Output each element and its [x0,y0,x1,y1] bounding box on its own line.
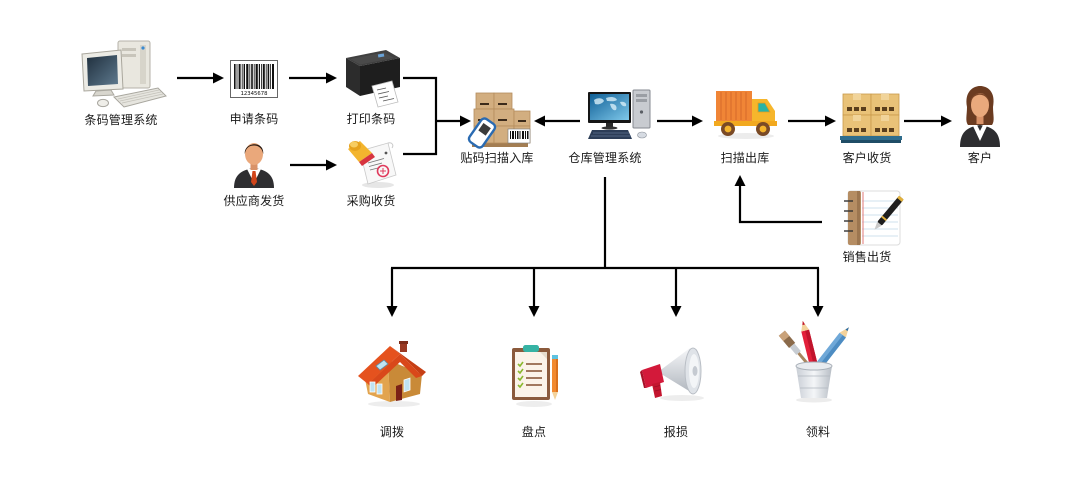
node-label-supplier-delivery: 供应商发货 [223,194,285,208]
businesswoman-icon [958,85,1002,147]
arrowhead [326,159,337,171]
pencil-cup-icon [770,320,854,404]
node-label-scan-inbound: 贴码扫描入库 [460,151,534,165]
arrowhead [386,306,398,317]
node-label-purchase-receipt: 采购收货 [346,194,396,208]
node-label-apply-barcode: 申请条码 [229,112,279,126]
node-label-requisition: 领料 [805,425,831,439]
arrowhead [825,115,836,127]
boxes-scanner-icon [464,91,534,151]
node-label-stocktake: 盘点 [521,425,547,439]
node-label-customer-receipt: 客户收货 [842,151,892,165]
megaphone-icon [638,342,710,404]
stamp-receipt-icon [344,137,398,189]
node-label-write-off: 报损 [663,425,689,439]
arrowhead [213,72,224,84]
notebook-pen-icon [838,188,906,248]
pallet-boxes-icon [840,92,902,144]
arrowhead [528,306,540,317]
arrowhead [734,175,746,186]
node-label-scan-outbound: 扫描出库 [720,151,770,165]
arrowhead [812,306,824,317]
house-icon [356,338,428,408]
node-label-customer: 客户 [967,151,993,165]
clipboard-checklist-icon [510,344,562,408]
node-label-transfer: 调拨 [379,425,405,439]
arrowhead [326,72,337,84]
label-printer-icon [342,44,402,108]
connector-elbow [738,185,822,224]
delivery-truck-icon [713,88,779,140]
node-label-barcode-system: 条码管理系统 [84,113,158,127]
barcode-icon: 12345678 [230,60,278,98]
node-label-sales-outbound: 销售出货 [842,250,892,264]
arrowhead [692,115,703,127]
arrowhead [670,306,682,317]
arrowhead [460,115,471,127]
desktop-computer-icon [76,38,168,110]
node-label-wms: 仓库管理系统 [568,151,642,165]
businessman-icon [232,138,276,188]
node-label-print-barcode: 打印条码 [346,112,396,126]
computer-workstation-icon [586,88,654,142]
arrowhead [941,115,952,127]
connector-bracket [403,76,438,156]
barcode-number: 12345678 [241,91,269,97]
arrowhead [534,115,545,127]
